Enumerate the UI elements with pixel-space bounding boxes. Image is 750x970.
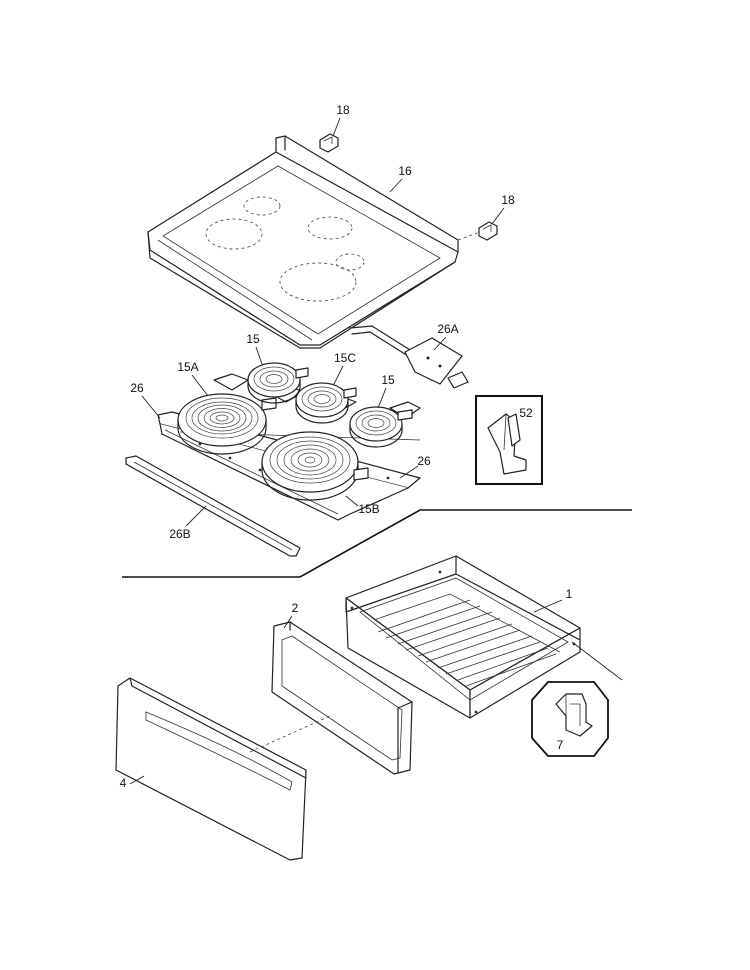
callout-26-left: 26 (130, 381, 161, 419)
drawer-front-4 (115, 677, 307, 861)
svg-text:26: 26 (130, 381, 144, 395)
callout-26-right: 26 (399, 454, 431, 479)
harness-26A (349, 325, 469, 389)
cooktop-top-16 (147, 135, 459, 349)
svg-text:15A: 15A (177, 360, 198, 374)
element-15-top (247, 362, 309, 404)
callout-15-top: 15 (246, 332, 263, 365)
svg-text:15: 15 (381, 373, 395, 387)
callout-15C: 15C (333, 351, 356, 385)
svg-text:15C: 15C (334, 351, 356, 365)
callout-2: 2 (283, 601, 299, 629)
svg-text:52: 52 (519, 406, 533, 420)
callout-16: 16 (389, 164, 412, 193)
element-15B (261, 431, 369, 501)
callout-26B: 26B (169, 505, 207, 541)
inset-box-52 (475, 395, 543, 485)
svg-text:15: 15 (246, 332, 260, 346)
svg-text:16: 16 (398, 164, 412, 178)
bracket-18-right (478, 221, 498, 241)
callout-15B: 15B (345, 495, 380, 516)
drawer-frame-2 (271, 621, 413, 775)
drawer-body-1 (345, 555, 581, 719)
inset-octagon-7 (531, 681, 609, 757)
section-divider (122, 509, 632, 578)
trim-strip-26B (125, 455, 301, 557)
callout-7: 7 (557, 738, 564, 752)
bracket-18-top (319, 133, 339, 153)
element-15A (177, 393, 277, 455)
element-15-right (349, 406, 413, 448)
svg-text:15B: 15B (358, 502, 379, 516)
callout-26A: 26A (433, 322, 459, 351)
callout-18-top: 18 (332, 103, 350, 137)
svg-text:1: 1 (566, 587, 573, 601)
callout-1: 1 (533, 587, 573, 613)
svg-text:2: 2 (292, 601, 299, 615)
svg-text:18: 18 (336, 103, 350, 117)
svg-text:26: 26 (417, 454, 431, 468)
svg-text:18: 18 (501, 193, 515, 207)
callout-18-right: 18 (491, 193, 515, 225)
callout-15A: 15A (177, 360, 209, 397)
callout-4: 4 (120, 775, 145, 790)
element-15C (295, 382, 357, 424)
svg-text:4: 4 (120, 776, 127, 790)
svg-text:7: 7 (557, 738, 564, 752)
svg-text:26A: 26A (437, 322, 458, 336)
svg-text:26B: 26B (169, 527, 190, 541)
callout-15-right: 15 (377, 373, 395, 409)
callout-52: 52 (519, 406, 533, 420)
